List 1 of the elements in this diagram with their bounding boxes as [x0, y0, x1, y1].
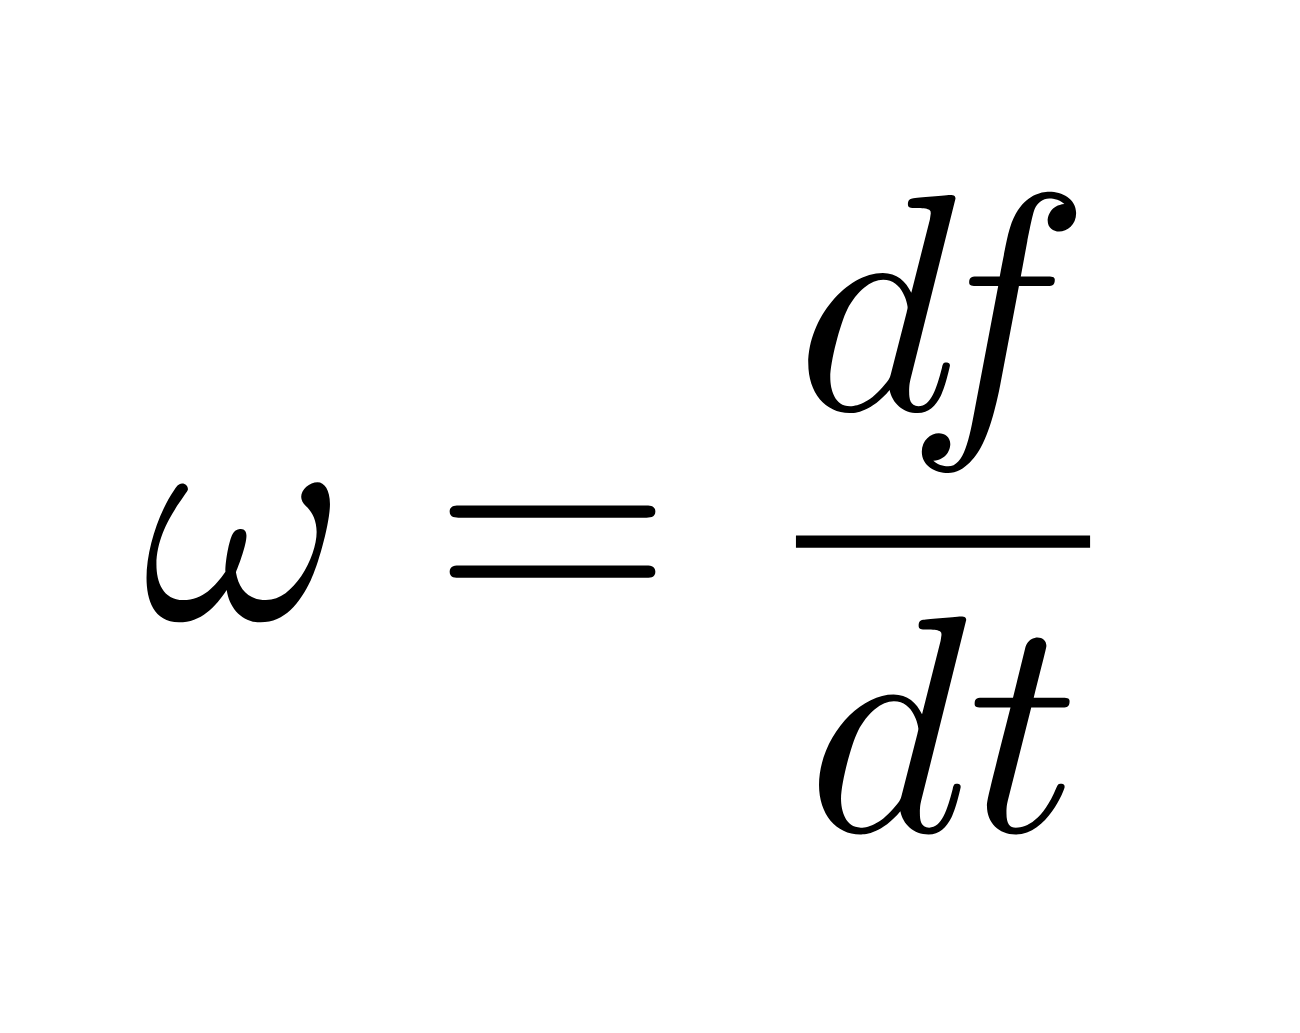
formula: $\omega = \frac{df}{dt}$ — [146, 191, 1091, 835]
